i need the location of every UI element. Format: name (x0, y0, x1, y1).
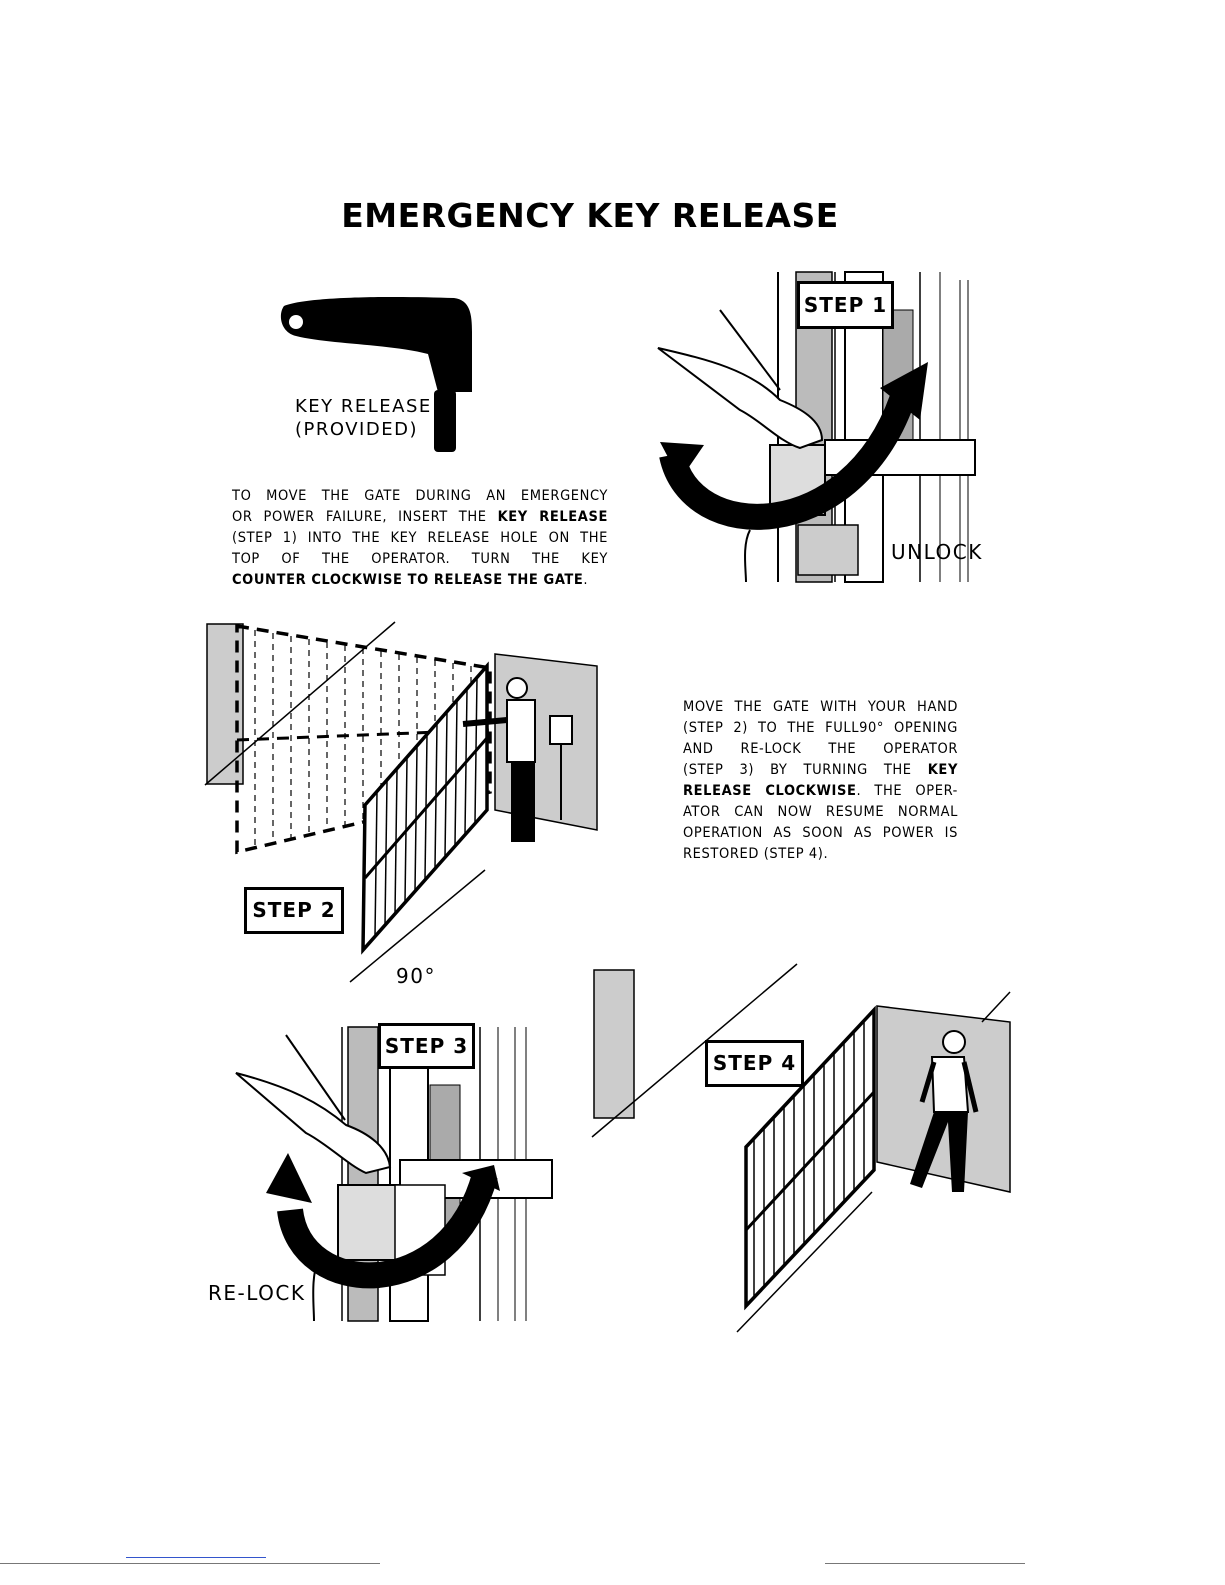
instructions-block-2: MOVE THE GATE WITH YOUR HAND (STEP 2) TO… (683, 697, 958, 865)
instructions-2-line: (STEP 2) TO THE FULL90° OPENING (683, 720, 958, 736)
footer-link-underline (126, 1557, 266, 1558)
instructions-2-text: . THE OPER- (856, 783, 958, 799)
step4-label: STEP 4 (705, 1040, 804, 1087)
instructions-1-text: OR POWER FAILURE, INSERT THE (232, 509, 498, 525)
page-title: EMERGENCY KEY RELEASE (341, 196, 839, 235)
instructions-1-bold: KEY RELEASE (497, 509, 608, 525)
step3-label: STEP 3 (378, 1023, 475, 1069)
instructions-2-line: RELEASE CLOCKWISE. THE OPER- (683, 781, 958, 802)
step1-label: STEP 1 (797, 281, 894, 329)
instructions-2-line: MOVE THE GATE WITH YOUR HAND (683, 699, 958, 715)
key-release-label: KEY RELEASE (295, 396, 432, 417)
instructions-1-line: OR POWER FAILURE, INSERT THE KEY RELEASE (232, 507, 608, 528)
relock-illustration (235, 1026, 553, 1322)
instructions-2-line: OPERATION AS SOON AS POWER IS (683, 825, 958, 841)
key-release-icon (280, 296, 472, 452)
instructions-2-bold: KEY (927, 762, 958, 778)
step2-label: STEP 2 (244, 887, 344, 934)
instructions-1-text: . (583, 572, 589, 588)
instructions-2-line: ATOR CAN NOW RESUME NORMAL (683, 804, 958, 820)
instructions-1-line: COUNTER CLOCKWISE TO RELEASE THE GATE. (232, 570, 608, 591)
instructions-1-line: TO MOVE THE GATE DURING AN EMERGENCY (232, 488, 608, 504)
key-release-provided-label: (PROVIDED) (295, 419, 418, 440)
instructions-1-line: (STEP 1) INTO THE KEY RELEASE HOLE ON TH… (232, 530, 608, 546)
unlock-illustration (657, 271, 976, 583)
walk-through-gate-illustration (591, 963, 1011, 1333)
footer-divider (825, 1563, 1025, 1564)
instructions-block-1: TO MOVE THE GATE DURING AN EMERGENCY OR … (232, 486, 608, 591)
gate-swing-illustration (204, 621, 598, 983)
footer-divider (0, 1563, 380, 1564)
instructions-1-line: TOP OF THE OPERATOR. TURN THE KEY (232, 551, 608, 567)
angle-label: 90° (396, 964, 436, 988)
instructions-1-bold: COUNTER CLOCKWISE TO RELEASE THE GATE (232, 572, 584, 588)
instructions-2-line: AND RE-LOCK THE OPERATOR (683, 741, 958, 757)
instructions-2-line: RESTORED (STEP 4). (683, 846, 829, 862)
instructions-2-bold: RELEASE CLOCKWISE (683, 783, 857, 799)
unlock-label: UNLOCK (891, 540, 983, 564)
instructions-2-line: (STEP 3) BY TURNING THE KEY (683, 760, 958, 781)
relock-label: RE-LOCK (208, 1281, 306, 1305)
instructions-2-text: (STEP 3) BY TURNING THE (683, 762, 928, 778)
